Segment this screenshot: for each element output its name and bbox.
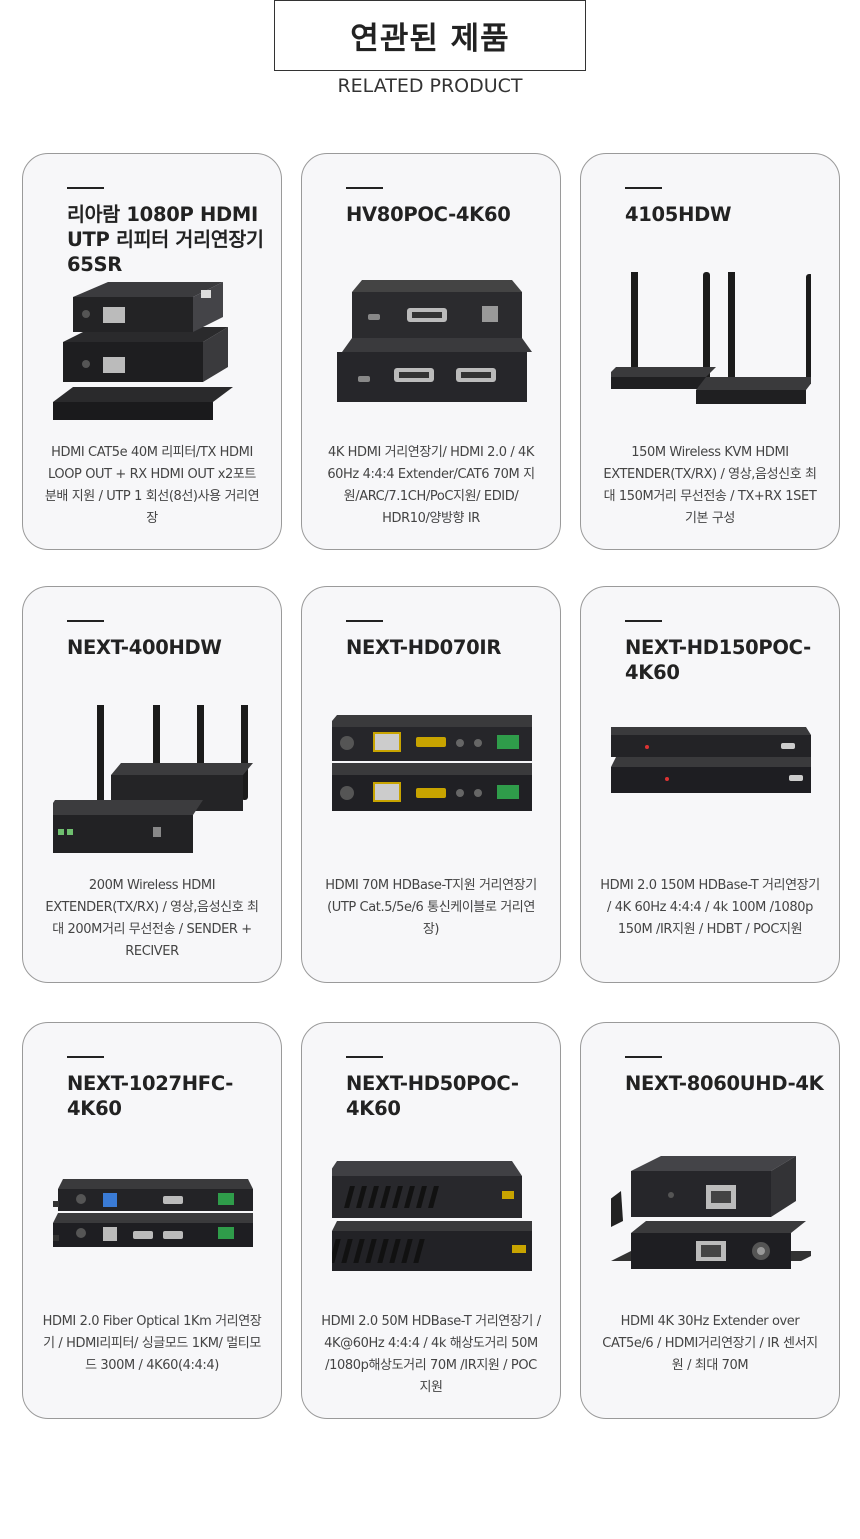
product-card[interactable]: NEXT-1027HFC-4K60 HDMI 2.0 Fiber Optical…	[22, 1022, 282, 1419]
product-description: HDMI CAT5e 40M 리피터/TX HDMI LOOP OUT + RX…	[44, 445, 260, 526]
product-title: NEXT-400HDW	[67, 636, 222, 659]
product-title: NEXT-HD150POC-4K60	[625, 636, 811, 684]
product-title: NEXT-HD070IR	[346, 636, 502, 659]
product-image	[611, 272, 811, 404]
product-card[interactable]: 4105HDW 150M Wireless KVM HDMI EXTENDER(…	[580, 153, 840, 550]
product-image	[53, 282, 233, 420]
product-image	[332, 715, 532, 811]
title-divider	[625, 187, 662, 189]
product-card[interactable]: 리아람 1080P HDMI UTP 리피터 거리연장기 65SR HDMI C…	[22, 153, 282, 550]
product-image	[611, 1156, 811, 1269]
section-subtitle: RELATED PRODUCT	[337, 75, 523, 97]
product-description: HDMI 4K 30Hz Extender over CAT5e/6 / HDM…	[602, 1314, 818, 1373]
section-header: 연관된 제품	[274, 0, 586, 71]
title-divider	[625, 1056, 662, 1058]
title-divider	[346, 187, 383, 189]
product-image	[332, 1161, 532, 1271]
title-divider	[346, 1056, 383, 1058]
product-image	[337, 280, 532, 402]
product-description: HDMI 2.0 Fiber Optical 1Km 거리연장기 / HDMI리…	[42, 1314, 262, 1373]
product-card[interactable]: NEXT-400HDW 200M Wireless HDMI EXTENDER(…	[22, 586, 282, 983]
product-image	[611, 727, 811, 793]
product-title: NEXT-8060UHD-4K	[625, 1072, 824, 1095]
product-title: NEXT-1027HFC-4K60	[67, 1072, 234, 1120]
title-divider	[67, 620, 104, 622]
title-divider	[625, 620, 662, 622]
product-image	[53, 1179, 253, 1247]
product-card[interactable]: NEXT-HD50POC-4K60	[301, 1022, 561, 1419]
product-card[interactable]: NEXT-8060UHD-4K HDMI 4K 30Hz Extender ov…	[580, 1022, 840, 1419]
product-card[interactable]: HV80POC-4K60 4K HDMI 거리연장기/ HDMI 2.0 / 4…	[301, 153, 561, 550]
product-title: 4105HDW	[625, 203, 732, 226]
product-description: 150M Wireless KVM HDMI EXTENDER(TX/RX) /…	[603, 445, 817, 526]
product-description: 4K HDMI 거리연장기/ HDMI 2.0 / 4K 60Hz 4:4:4 …	[327, 445, 535, 526]
product-title: NEXT-HD50POC-4K60	[346, 1072, 519, 1120]
section-title: 연관된 제품	[350, 21, 510, 57]
product-title: HV80POC-4K60	[346, 203, 511, 226]
product-image	[53, 705, 253, 853]
product-description: HDMI 70M HDBase-T지원 거리연장기(UTP Cat.5/5e/6…	[325, 878, 537, 937]
product-title: 리아람 1080P HDMI UTP 리피터 거리연장기 65SR	[67, 203, 264, 276]
product-description: 200M Wireless HDMI EXTENDER(TX/RX) / 영상,…	[45, 878, 259, 959]
product-card[interactable]: NEXT-HD070IR HDMI 70M HDBase-T지원 거리연장기(U…	[301, 586, 561, 983]
title-divider	[346, 620, 383, 622]
product-description: HDMI 2.0 50M HDBase-T 거리연장기 / 4K@60Hz 4:…	[321, 1314, 541, 1395]
product-card[interactable]: NEXT-HD150POC-4K60 HDMI 2.0 150M HDBase-…	[580, 586, 840, 983]
title-divider	[67, 187, 104, 189]
title-divider	[67, 1056, 104, 1058]
product-description: HDMI 2.0 150M HDBase-T 거리연장기 / 4K 60Hz 4…	[600, 878, 820, 937]
